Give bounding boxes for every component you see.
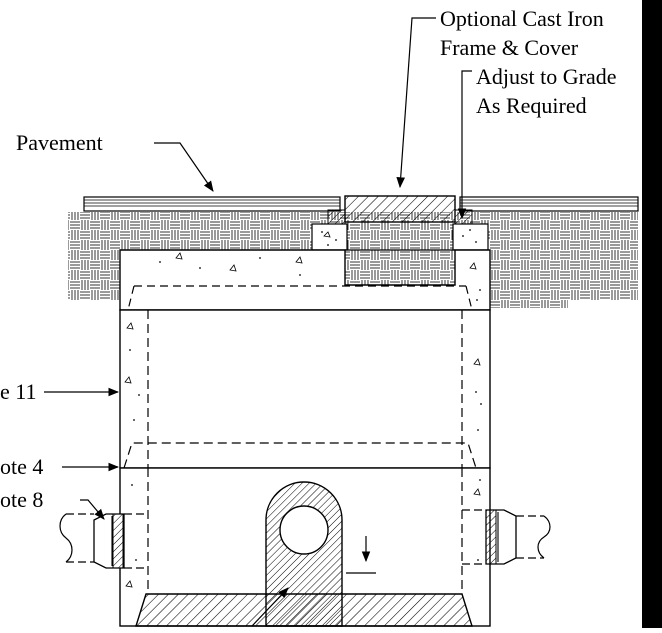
riser-section [119, 309, 491, 469]
bench-leader [251, 587, 289, 627]
invert-channel [265, 481, 343, 627]
sheet-border [642, 0, 662, 628]
cover-leader [396, 17, 436, 189]
pipe-connector-left [59, 513, 148, 569]
invert-drop-marker [346, 536, 376, 574]
grade-adjustment-rings [311, 223, 489, 251]
note4-label: ote 4 [0, 454, 43, 479]
frame-and-cover [327, 195, 473, 225]
note11-label: e 11 [0, 379, 36, 404]
pavement-leader [154, 142, 214, 192]
pavement-label: Pavement [16, 130, 103, 155]
pipe-connector-right [462, 509, 551, 565]
adjust-label-line2: As Required [476, 93, 587, 118]
cover-label-line2: Frame & Cover [440, 35, 579, 60]
cover-label-line1: Optional Cast Iron [440, 6, 604, 31]
note8-leader [80, 499, 105, 520]
pavement-layer [83, 196, 639, 212]
adjust-leader [457, 70, 472, 220]
adjust-label-line1: Adjust to Grade [476, 64, 617, 89]
note8-label: ote 8 [0, 487, 43, 512]
